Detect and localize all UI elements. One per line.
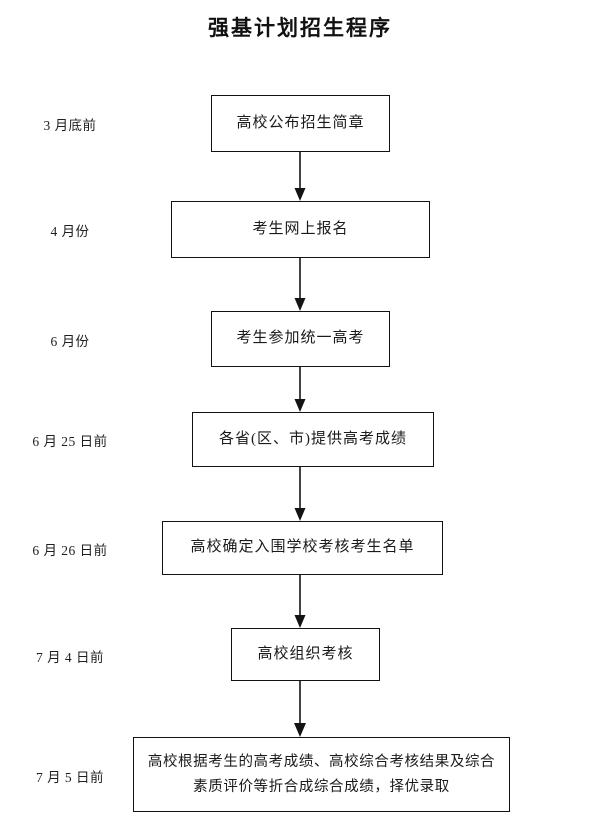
process-box-step-1: 高校公布招生简章 bbox=[211, 95, 390, 152]
arrow-down-icon-3-to-4 bbox=[288, 367, 312, 412]
process-box-step-7: 高校根据考生的高考成绩、高校综合考核结果及综合素质评价等折合成综合成绩，择优录取 bbox=[133, 737, 510, 812]
date-label-step-3: 6 月份 bbox=[50, 334, 90, 349]
arrow-down-icon-6-to-7 bbox=[288, 681, 312, 737]
date-label-step-4: 6 月 25 日前 bbox=[32, 434, 108, 449]
date-label-step-2: 4 月份 bbox=[50, 224, 90, 239]
arrow-down-icon-4-to-5 bbox=[288, 467, 312, 521]
date-label-step-6: 7 月 4 日前 bbox=[35, 650, 105, 665]
date-label-step-7: 7 月 5 日前 bbox=[35, 770, 105, 785]
process-box-step-4: 各省(区、市)提供高考成绩 bbox=[192, 412, 434, 467]
page-title: 强基计划招生程序 bbox=[208, 17, 392, 40]
process-box-step-2: 考生网上报名 bbox=[171, 201, 430, 258]
process-box-step-6: 高校组织考核 bbox=[231, 628, 380, 681]
process-box-step-3: 考生参加统一高考 bbox=[211, 311, 390, 367]
date-label-step-5: 6 月 26 日前 bbox=[32, 543, 108, 558]
arrow-down-icon-2-to-3 bbox=[288, 258, 312, 311]
process-box-step-5: 高校确定入围学校考核考生名单 bbox=[162, 521, 443, 575]
date-label-step-1: 3 月底前 bbox=[43, 118, 97, 133]
arrow-down-icon-1-to-2 bbox=[288, 152, 312, 201]
arrow-down-icon-5-to-6 bbox=[288, 575, 312, 628]
